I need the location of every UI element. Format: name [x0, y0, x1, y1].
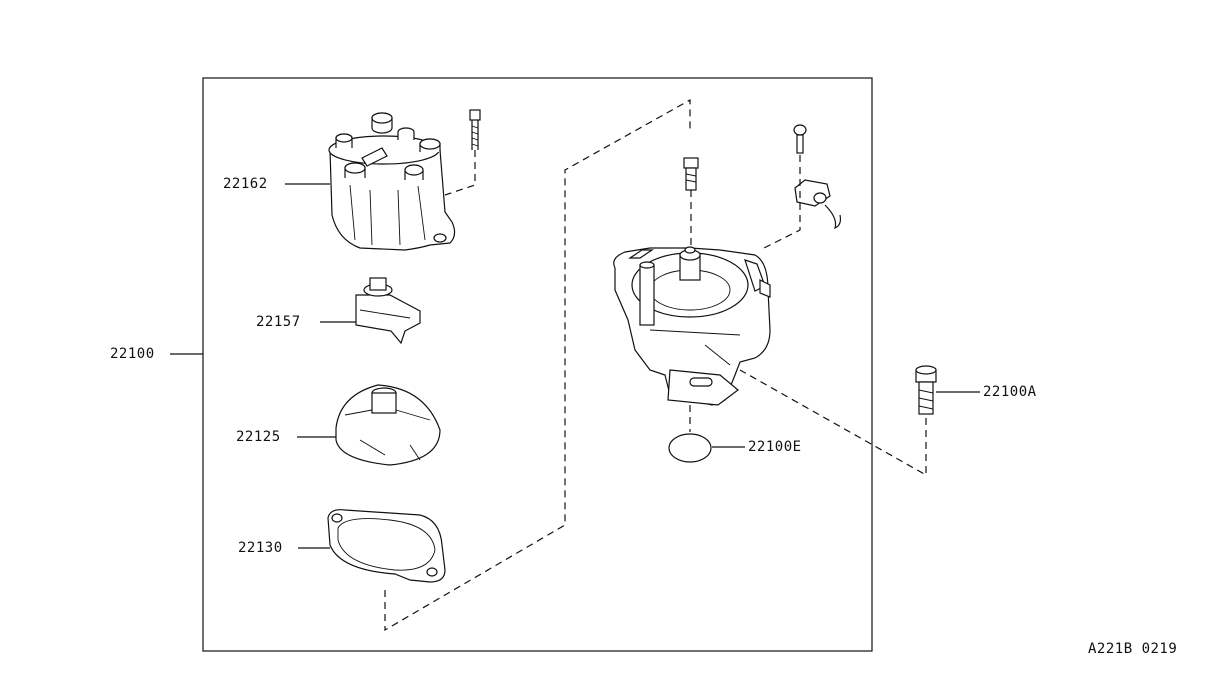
- cap-screw-drawing: [469, 109, 481, 150]
- part-label-22162: 22162: [223, 176, 268, 192]
- gasket-drawing: [327, 509, 446, 583]
- part-label-22125: 22125: [236, 429, 281, 445]
- assembly-frame: [202, 77, 873, 652]
- part-label-22130: 22130: [238, 540, 283, 556]
- seal-cover-drawing: [335, 384, 441, 466]
- drawing-code: A221B 0219: [1088, 641, 1178, 657]
- cap-screw-dash: [444, 150, 476, 196]
- o-ring-drawing: [668, 433, 712, 463]
- assembly-dash-outline: [384, 98, 691, 632]
- hold-down-bolt-drawing: [683, 157, 699, 191]
- sensor-screw-drawing: [793, 124, 807, 154]
- part-label-22100E: 22100E: [748, 439, 802, 455]
- rotor-drawing: [355, 277, 421, 345]
- distributor-cap-drawing: [328, 112, 456, 251]
- part-label-22157: 22157: [256, 314, 301, 330]
- mounting-bolt-drawing: [915, 365, 937, 415]
- mounting-bolt-dash: [739, 369, 927, 477]
- sensor-dash: [759, 155, 801, 251]
- part-label-22100A: 22100A: [983, 384, 1037, 400]
- distributor-body-drawing: [613, 246, 771, 406]
- sensor-connector-drawing: [794, 179, 842, 230]
- assembly-number-label: 22100: [110, 346, 155, 362]
